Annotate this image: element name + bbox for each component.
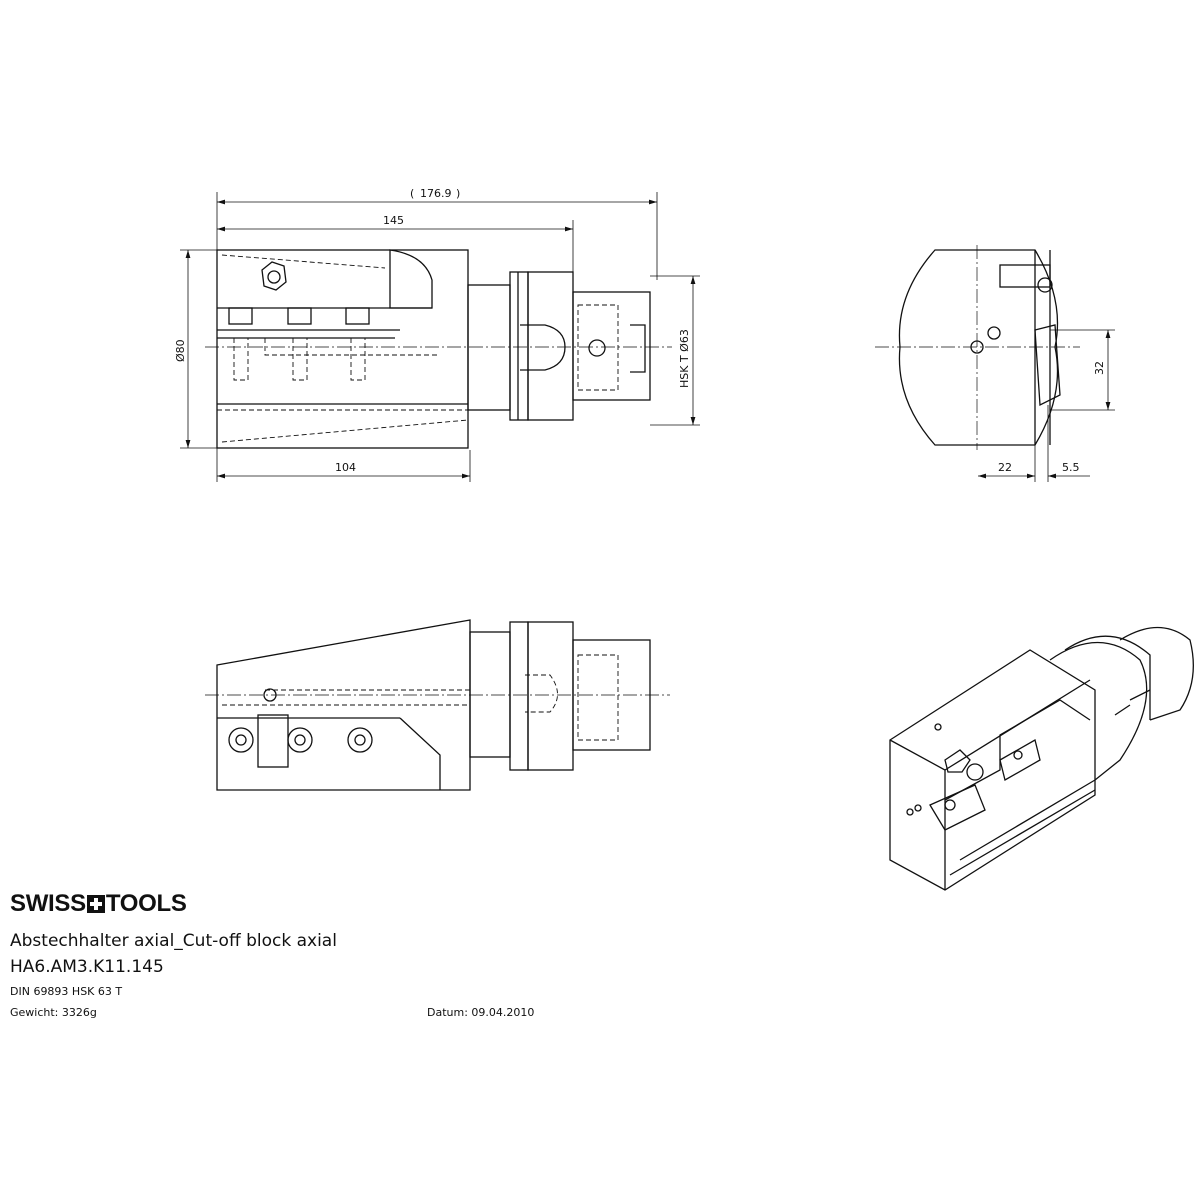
isometric-view: [889, 627, 1194, 891]
dim-length-to-flange: 145: [383, 214, 404, 227]
dim-overall-length-paren-close: ): [456, 187, 460, 200]
part-number: HA6.AM3.K11.145: [10, 957, 164, 977]
dim-body-length: 104: [335, 461, 356, 474]
dim-width-5-5: 5.5: [1062, 461, 1080, 474]
dim-width-22: 22: [998, 461, 1012, 474]
logo-text-right: TOOLS: [105, 890, 187, 917]
swiss-cross-icon: [86, 895, 105, 913]
drawing-description: Abstechhalter axial_Cut-off block axial: [10, 931, 337, 951]
weight: Gewicht: 3326g: [10, 1006, 97, 1019]
standard: DIN 69893 HSK 63 T: [10, 985, 123, 998]
dim-shank-label: HSK T Ø63: [678, 329, 691, 388]
front-view: ( 176.9 ) 145 104 Ø80 HSK T Ø63: [174, 187, 700, 482]
drawing-date: Datum: 09.04.2010: [427, 1006, 535, 1019]
dim-overall-length: 176.9: [420, 187, 452, 200]
top-view: [205, 619, 670, 791]
logo-text-left: SWISS: [10, 890, 86, 917]
dim-overall-length-paren: (: [410, 187, 414, 200]
side-view: 32 22 5.5: [875, 245, 1115, 482]
dim-body-diameter: Ø80: [174, 339, 187, 362]
dim-height-offset: 32: [1093, 361, 1106, 375]
brand-logo: SWISS TOOLS: [10, 890, 187, 918]
